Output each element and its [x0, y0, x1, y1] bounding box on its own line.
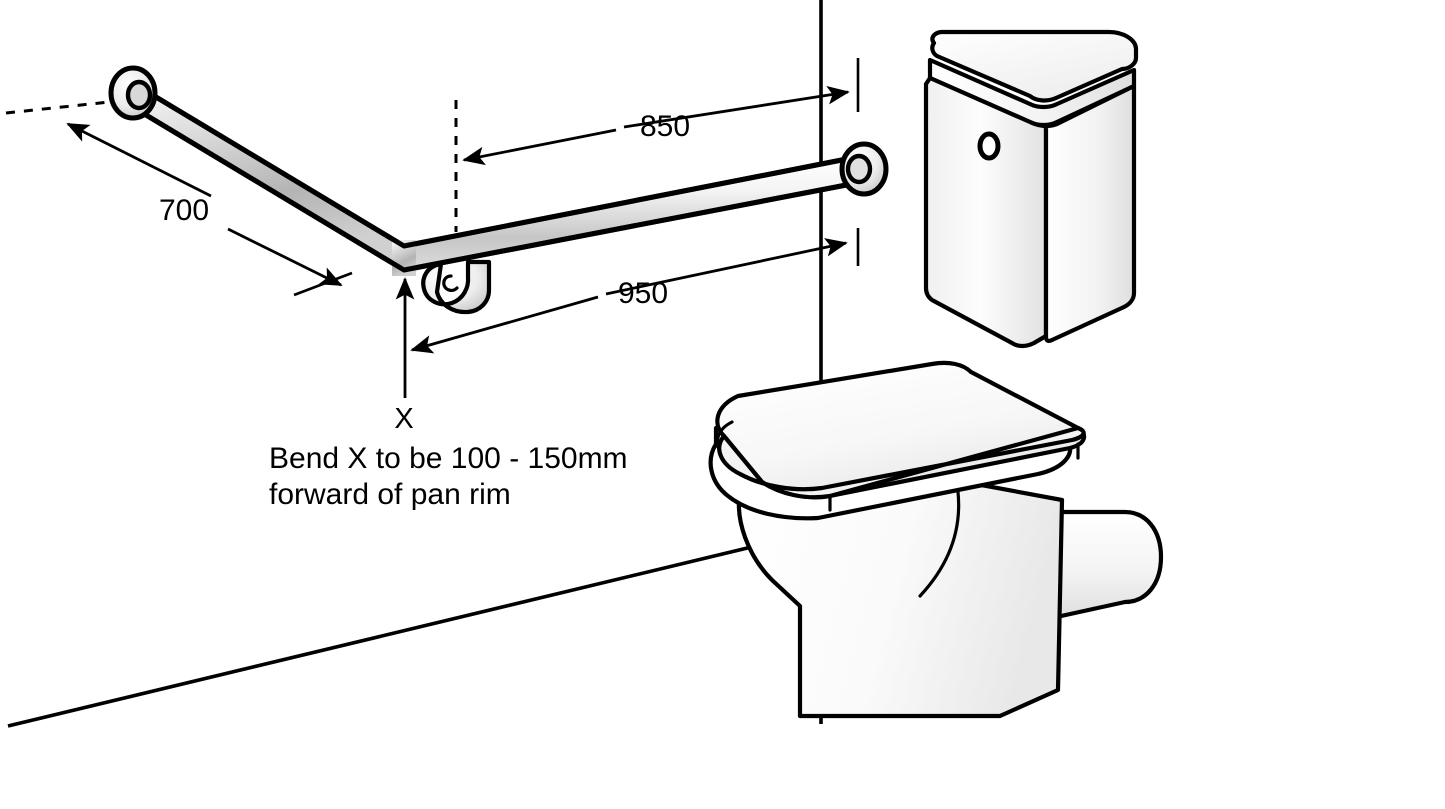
flush-button[interactable]: [977, 131, 1001, 161]
toilet-cistern: [923, 29, 1139, 349]
pan-body: [736, 467, 1065, 719]
grab-rail: [108, 65, 889, 315]
dimension-950-arrow-left: [410, 295, 599, 354]
bend-note-line-2: forward of pan rim: [269, 478, 511, 511]
dimension-950-arrow-right: [605, 238, 848, 296]
dimension-950: 950: [410, 228, 860, 354]
bend-marker-label: X: [394, 403, 413, 435]
dimension-700-arrow-lower: [227, 227, 343, 287]
dimension-850: 850: [462, 58, 860, 166]
dimension-700-arrow-upper: [66, 122, 212, 198]
rail-support-bracket: [421, 259, 492, 315]
pan-lid-thickness: [717, 425, 1086, 500]
bend-marker-x: X: [394, 277, 415, 435]
rail-wall-flange-left: [108, 65, 158, 121]
rail-top-edge: [128, 79, 865, 249]
dimension-850-arrow-right: [623, 85, 850, 129]
dimension-700-witness-line: [293, 271, 353, 297]
dimension-850-arrow-left: [462, 128, 617, 166]
pan-bowl-curve: [918, 490, 961, 598]
dashed-rail-extension-line: [5, 98, 129, 115]
pan-waste-outlet: [1049, 509, 1164, 621]
floor-line: [7, 529, 819, 728]
dimension-850-label: 850: [640, 110, 690, 143]
bend-note-line-1: Bend X to be 100 - 150mm: [269, 442, 628, 475]
toilet-pan: [708, 360, 1164, 719]
dimension-950-label: 950: [618, 277, 668, 310]
bend-note: Bend X to be 100 - 150mm forward of pan …: [269, 442, 628, 511]
dimension-700: 700: [66, 122, 353, 297]
rail-wall-flange-right: [839, 141, 889, 197]
rail-bottom-edge: [128, 103, 865, 273]
dimension-700-label: 700: [159, 194, 209, 227]
